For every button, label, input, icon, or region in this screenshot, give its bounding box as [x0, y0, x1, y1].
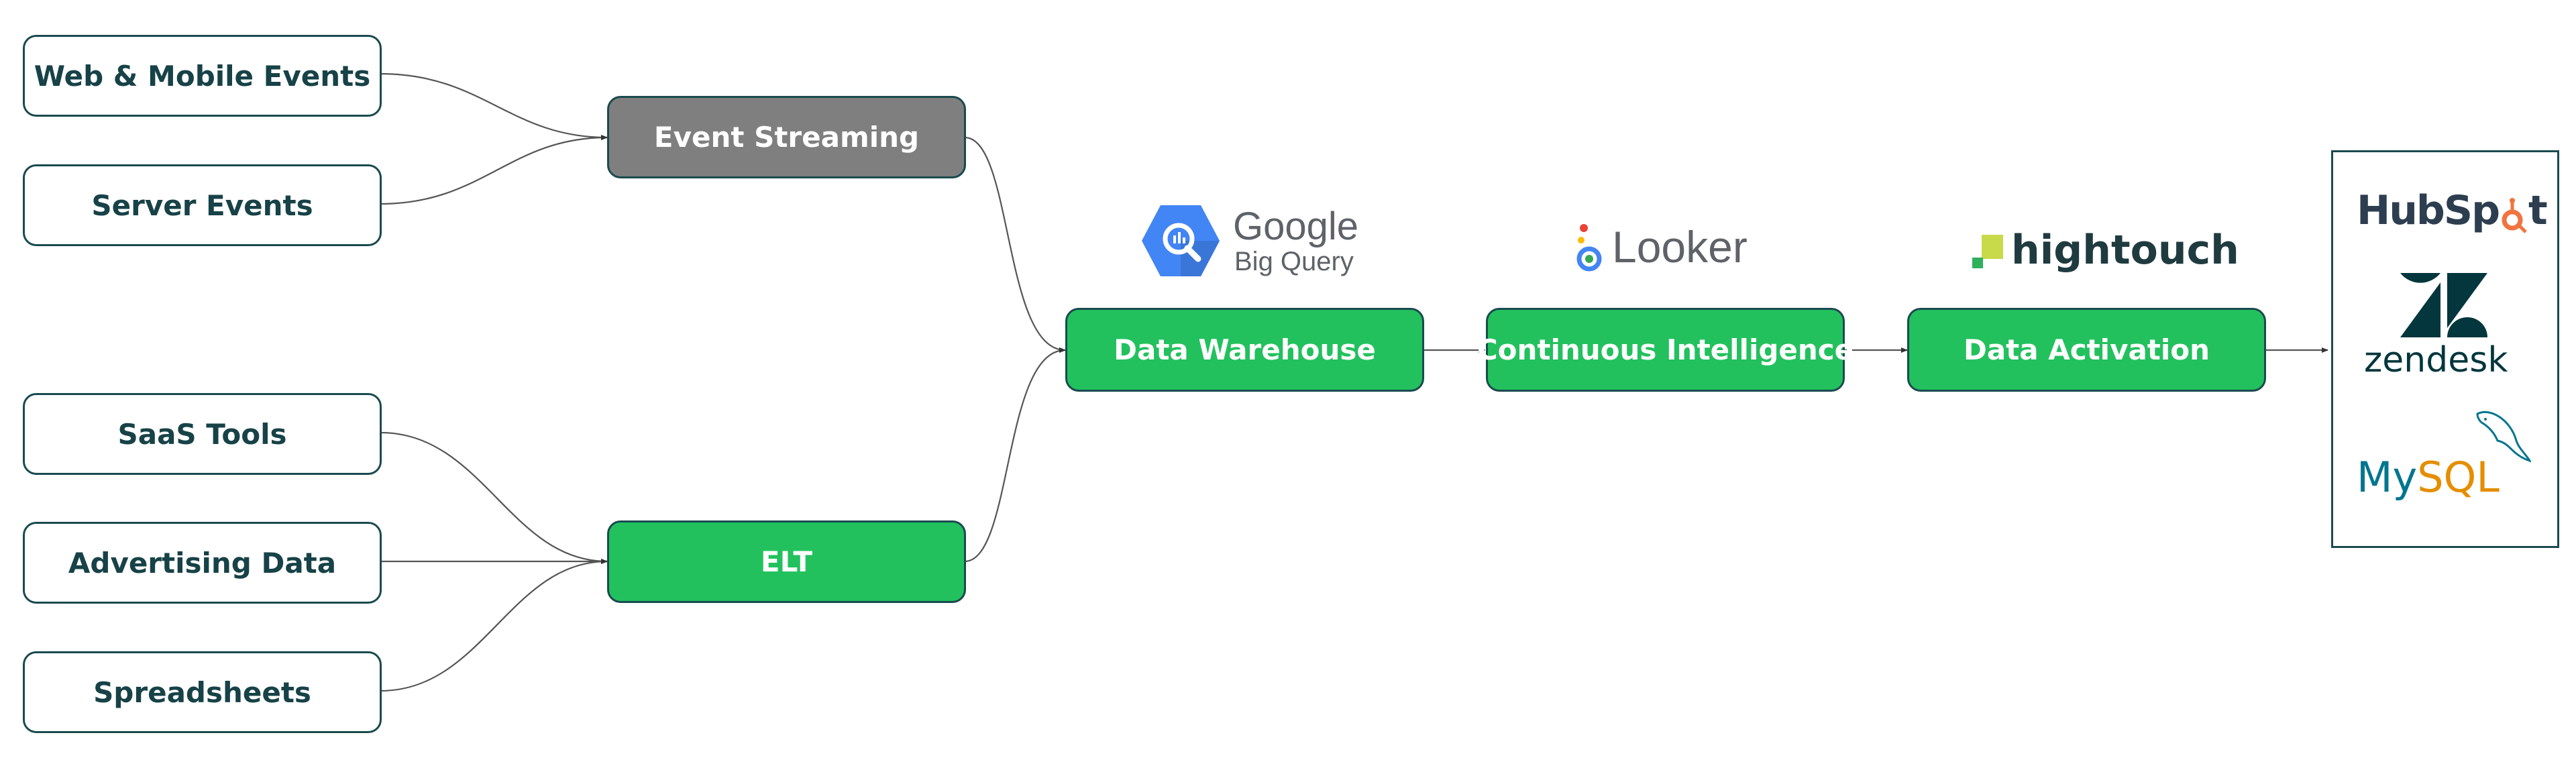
edge-streaming-to-warehouse: [964, 136, 1066, 353]
source-label: Web & Mobile Events: [34, 59, 371, 93]
looker-logo: Looker: [1573, 221, 1768, 275]
zendesk-logo: zendesk: [2360, 273, 2541, 380]
source-server-events: Server Events: [23, 164, 382, 246]
bigquery-logo: Google Big Query: [1140, 201, 1359, 282]
mysql-dolphin-icon: [2476, 410, 2531, 463]
source-web-mobile-events: Web & Mobile Events: [23, 35, 382, 117]
source-label: Server Events: [91, 188, 313, 222]
hightouch-logo: hightouch: [1972, 227, 2239, 280]
source-label: SaaS Tools: [117, 417, 287, 451]
hubspot-text: HubSp t: [2357, 187, 2548, 234]
looker-icon: [1576, 224, 1602, 272]
edge-saas-to-elt: [380, 431, 608, 564]
bigquery-google-text: Google: [1233, 205, 1359, 248]
hubspot-text-main: HubSp: [2357, 187, 2500, 234]
node-label: ELT: [760, 545, 813, 578]
zendesk-z-icon: [2400, 273, 2487, 337]
node-data-activation: Data Activation: [1907, 308, 2266, 392]
node-continuous-intelligence: Continuous Intelligence: [1477, 308, 1854, 392]
source-saas-tools: SaaS Tools: [23, 393, 382, 475]
node-elt: ELT: [607, 520, 966, 603]
mysql-text: MySQL: [2357, 453, 2500, 502]
hightouch-icon: [1972, 235, 2003, 268]
node-label: Continuous Intelligence: [1477, 333, 1854, 366]
hubspot-sprocket-icon: [2502, 198, 2527, 233]
edge-elt-to-warehouse: [964, 347, 1066, 563]
mysql-text-sql: SQL: [2417, 453, 2500, 502]
node-label: Data Activation: [1963, 333, 2210, 366]
mysql-text-my: My: [2357, 453, 2418, 502]
mysql-logo: MySQL: [2357, 407, 2544, 508]
edge-web-to-streaming: [380, 72, 608, 140]
node-event-streaming: Event Streaming: [607, 96, 966, 178]
bigquery-product-text: Big Query: [1234, 247, 1354, 276]
destinations-panel: HubSp t zendesk MySQL: [2331, 150, 2559, 548]
zendesk-text: zendesk: [2364, 340, 2508, 380]
hightouch-text: hightouch: [2011, 227, 2239, 274]
edge-spreadsheets-to-elt: [380, 559, 608, 692]
source-spreadsheets: Spreadsheets: [23, 651, 382, 733]
bigquery-hexagon-icon: [1142, 205, 1220, 276]
source-label: Advertising Data: [68, 546, 337, 580]
hubspot-logo: HubSp t: [2357, 187, 2548, 241]
source-label: Spreadsheets: [93, 675, 311, 709]
node-label: Data Warehouse: [1114, 333, 1376, 366]
looker-text: Looker: [1612, 222, 1748, 272]
source-advertising-data: Advertising Data: [23, 522, 382, 604]
node-data-warehouse: Data Warehouse: [1065, 308, 1424, 392]
node-label: Event Streaming: [653, 121, 920, 154]
hubspot-text-end: t: [2528, 187, 2548, 234]
edge-server-to-streaming: [380, 135, 608, 205]
